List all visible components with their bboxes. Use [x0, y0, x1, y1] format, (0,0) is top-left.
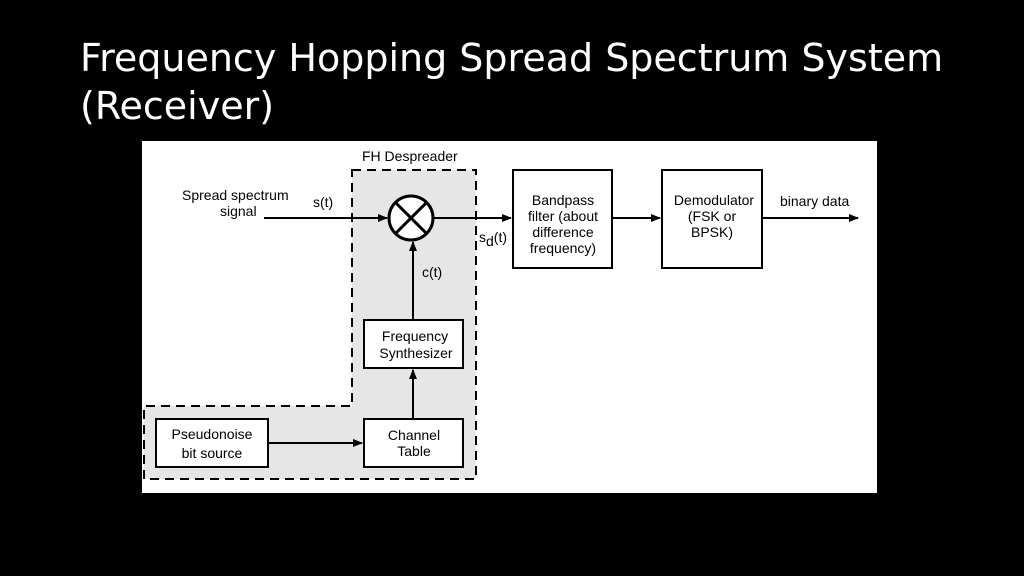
input-signal-label-line1: Spread spectrum — [182, 187, 289, 203]
channel-table-line1: Channel — [388, 427, 440, 443]
demodulator-line1: Demodulator — [674, 192, 754, 208]
signal-ct-label: c(t) — [422, 264, 442, 280]
synthesizer-line1: Frequency — [382, 328, 448, 344]
pn-source-line2: bit source — [182, 445, 243, 461]
signal-st-label: s(t) — [313, 194, 333, 210]
demodulator-line2: (FSK or — [688, 208, 737, 224]
mixer-multiply-icon — [387, 194, 435, 242]
channel-table-block: Channel Table — [363, 418, 464, 468]
bandpass-line3: difference — [532, 224, 593, 240]
pseudonoise-source-block: Pseudonoise bit source — [155, 418, 269, 468]
bandpass-line2: filter (about — [528, 208, 598, 224]
pn-source-line1: Pseudonoise — [172, 426, 253, 442]
demodulator-line3: BPSK) — [691, 224, 733, 240]
input-signal-label-line2: signal — [220, 203, 257, 219]
bandpass-filter-block: Bandpass filter (about difference freque… — [512, 169, 613, 269]
fhss-receiver-diagram: FH Despreader Spread spectrum signal s(t… — [142, 141, 877, 493]
slide-title-line1: Frequency Hopping Spread Spectrum System — [80, 36, 944, 80]
channel-table-line2: Table — [397, 443, 431, 459]
output-label: binary data — [780, 193, 849, 209]
demodulator-block: Demodulator (FSK or BPSK) — [661, 169, 763, 269]
fh-despreader-label: FH Despreader — [362, 148, 458, 164]
bandpass-line4: frequency) — [530, 240, 596, 256]
signal-sd-label: sd(t) — [479, 229, 507, 249]
diagram-canvas: FH Despreader Spread spectrum signal s(t… — [143, 148, 859, 480]
frequency-synthesizer-block: Frequency Synthesizer — [363, 319, 464, 369]
bandpass-line1: Bandpass — [532, 192, 594, 208]
synthesizer-line2: Synthesizer — [379, 345, 452, 361]
slide-title-line2: (Receiver) — [80, 84, 275, 128]
fh-despreader-region — [143, 169, 477, 480]
slide-title: Frequency Hopping Spread Spectrum System… — [80, 34, 943, 130]
